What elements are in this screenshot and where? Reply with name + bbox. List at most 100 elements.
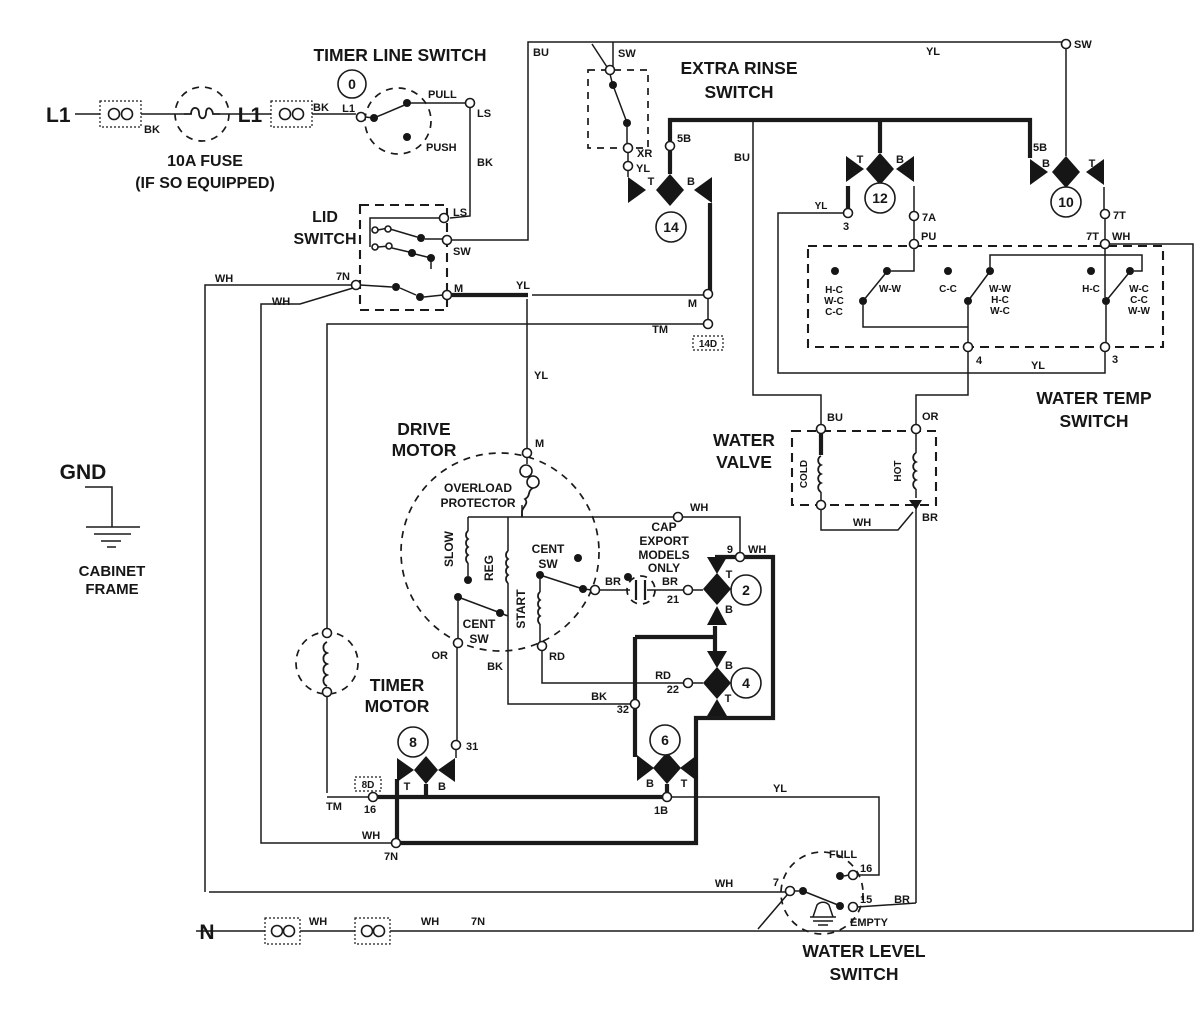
label-t: T: [726, 569, 733, 581]
cap-note: MODELS: [638, 548, 689, 562]
contact-dot: [624, 573, 632, 581]
water-level-switch-outline: [780, 851, 864, 935]
contact-dot: [392, 283, 400, 291]
label-31: 31: [466, 741, 478, 753]
label-tm: TM: [652, 324, 668, 336]
label-reg: REG: [482, 555, 496, 581]
connector-pin: [278, 107, 292, 121]
contact-dot: [623, 119, 631, 127]
extra-rinse-switch-box: [587, 69, 649, 149]
label-22: 22: [667, 684, 679, 696]
timer-line-switch-title: TIMER LINE SWITCH: [313, 45, 486, 65]
label-yl: YL: [773, 783, 787, 795]
temp-setting: W-C: [990, 306, 1010, 317]
label-wh: WH: [272, 296, 290, 308]
start-winding-coil: [537, 591, 542, 625]
label-bu: BU: [827, 412, 843, 424]
terminal-9: [734, 551, 746, 563]
terminals: [321, 38, 1111, 913]
terminal-sw: [441, 234, 453, 246]
terminal-bu: [815, 423, 827, 435]
label-t: T: [404, 781, 411, 793]
terminal-7t: [1099, 208, 1111, 220]
contact-dot: [1102, 297, 1110, 305]
contact-dot: [799, 887, 807, 895]
lid-switch-box: [358, 203, 449, 312]
label-slow: SLOW: [442, 530, 456, 567]
overload-protector-contact: [519, 464, 533, 478]
temp-setting: C-C: [825, 307, 843, 318]
contact-dots: [370, 81, 1134, 910]
label-wh: WH: [309, 916, 327, 928]
cam10-circle: [1050, 186, 1082, 218]
boxed-labels: 8D 14D: [354, 335, 724, 792]
terminal-4: [962, 341, 974, 353]
contact-dot: [427, 254, 435, 262]
contact-dot: [986, 267, 994, 275]
wires-thick: [377, 117, 1033, 846]
cabinet-frame-ground: [85, 486, 140, 548]
label-sw: SW: [453, 246, 471, 258]
contact-dot: [964, 297, 972, 305]
timer-line-switch-outline: [364, 87, 432, 155]
label-m: M: [688, 298, 697, 310]
terminal-7t-wh: [1099, 238, 1111, 250]
label-wh: WH: [215, 273, 233, 285]
cam12-number: 12: [872, 190, 888, 206]
terminal-m: [521, 447, 533, 459]
contact-dot: [496, 609, 504, 617]
pressure-dome-icon: [810, 901, 836, 926]
label-pu: PU: [921, 231, 936, 243]
label-t: T: [681, 778, 688, 790]
label-ls: LS: [477, 108, 491, 120]
label-7t: 7T: [1086, 231, 1099, 243]
label-br: BR: [894, 894, 910, 906]
label-b: B: [646, 778, 654, 790]
overload-protector-label: OVERLOAD: [444, 481, 512, 495]
terminal-7a: [908, 210, 920, 222]
label-or: OR: [432, 650, 449, 662]
label-box-14d: [692, 335, 724, 351]
label-pull: PULL: [428, 89, 457, 101]
label-xr: XR: [637, 148, 652, 160]
terminal-7: [784, 885, 796, 897]
lid-contact: [385, 242, 393, 250]
terminal-22: [682, 677, 694, 689]
timer-motor-title: TIMER: [370, 675, 425, 695]
label-1b: 1B: [654, 805, 668, 817]
label-br: BR: [922, 512, 938, 524]
temp-setting: W-C: [1129, 284, 1149, 295]
label-t: T: [648, 176, 655, 188]
cam12-circle: [864, 182, 896, 214]
terminal-16: [367, 791, 379, 803]
label-b: B: [725, 604, 733, 616]
cam2-t-arrow: [707, 557, 727, 574]
cam4-contact: [703, 667, 731, 699]
terminal-xr: [622, 142, 634, 154]
cam6-number: 6: [661, 732, 669, 748]
label-hot: HOT: [893, 460, 904, 481]
terminal-rd: [536, 640, 548, 652]
label-yl: YL: [1031, 360, 1045, 372]
cam4-t-arrow: [707, 699, 727, 716]
label-bk: BK: [591, 691, 607, 703]
label-15: 15: [860, 894, 872, 906]
drive-motor-outline: [400, 452, 600, 652]
overload-protector-contact: [526, 475, 540, 489]
label-b: B: [1042, 158, 1050, 170]
terminal-ls: [438, 212, 450, 224]
label-wh: WH: [690, 502, 708, 514]
water-level-title: SWITCH: [829, 964, 898, 984]
label-push: PUSH: [426, 142, 457, 154]
label-7n: 7N: [384, 851, 398, 863]
cam6-contact: [653, 752, 681, 784]
cam10-number: 10: [1058, 194, 1074, 210]
water-temp-title: WATER TEMP: [1036, 388, 1152, 408]
label-l1-terminal: L1: [342, 103, 355, 115]
contact-dot: [579, 585, 587, 593]
terminal-yl: [622, 160, 634, 172]
label-wh: WH: [853, 517, 871, 529]
cent-sw-label: SW: [538, 557, 558, 571]
contact-dot: [1126, 267, 1134, 275]
